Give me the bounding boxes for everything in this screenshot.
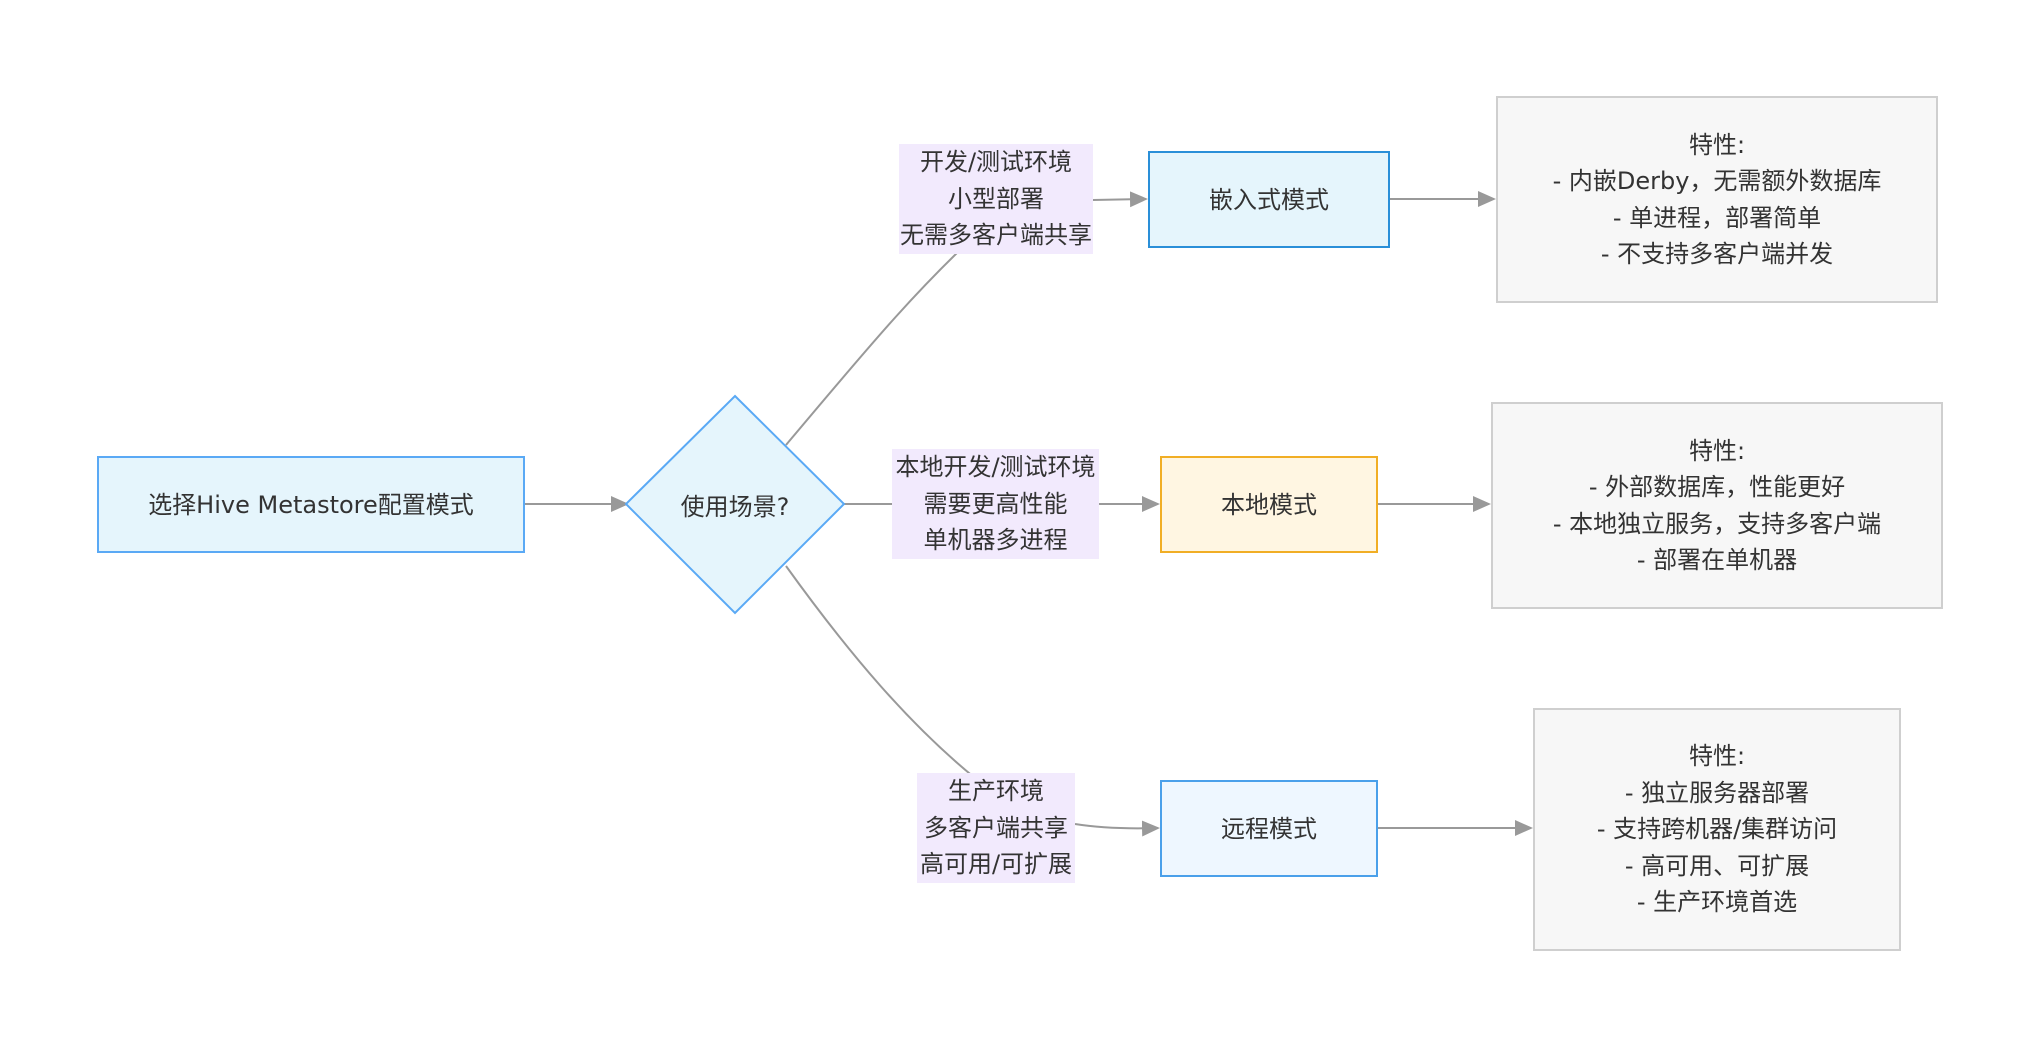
- condition-line: 需要更高性能: [923, 489, 1068, 518]
- feature-item: - 独立服务器部署: [1624, 778, 1810, 807]
- features-box-remote: 特性: - 独立服务器部署 - 支持跨机器/集群访问 - 高可用、可扩展 - 生…: [1533, 708, 1901, 951]
- decision-label: 使用场景?: [680, 492, 790, 521]
- edge-label-to-remote: [1074, 820, 1160, 837]
- edge-decision-to-embedded: [785, 221, 991, 446]
- feature-item: - 内嵌Derby，无需额外数据库: [1552, 167, 1882, 195]
- start-node-label: 选择Hive Metastore配置模式: [148, 490, 474, 519]
- feature-item: - 生产环境首选: [1636, 888, 1798, 917]
- features-heading: 特性:: [1688, 130, 1746, 159]
- condition-line: 无需多客户端共享: [900, 221, 1092, 249]
- mode-node-embedded: 嵌入式模式: [1148, 151, 1390, 248]
- feature-item: - 本地独立服务，支持多客户端: [1552, 509, 1882, 538]
- edge-decision-to-remote: [785, 565, 976, 779]
- condition-line: 小型部署: [948, 184, 1044, 213]
- features-box-embedded: 特性: - 内嵌Derby，无需额外数据库 - 单进程，部署简单 - 不支持多客…: [1496, 96, 1938, 303]
- feature-item: - 单进程，部署简单: [1612, 203, 1822, 232]
- condition-line: 本地开发/测试环境: [895, 453, 1096, 481]
- feature-item: - 支持跨机器/集群访问: [1596, 815, 1838, 844]
- feature-item: - 外部数据库，性能更好: [1588, 473, 1846, 501]
- feature-item: - 不支持多客户端并发: [1600, 240, 1834, 268]
- condition-line: 高可用/可扩展: [919, 850, 1073, 878]
- edge-label-to-embedded: [1092, 191, 1148, 208]
- features-box-local: 特性: - 外部数据库，性能更好 - 本地独立服务，支持多客户端 - 部署在单机…: [1491, 402, 1943, 609]
- condition-line: 多客户端共享: [924, 813, 1068, 842]
- mode-label: 远程模式: [1221, 814, 1317, 843]
- start-node: 选择Hive Metastore配置模式: [97, 456, 525, 553]
- condition-label-embedded: 开发/测试环境 小型部署 无需多客户端共享: [899, 144, 1093, 254]
- mode-label: 嵌入式模式: [1209, 185, 1329, 214]
- mode-label: 本地模式: [1221, 490, 1317, 519]
- mode-node-remote: 远程模式: [1160, 780, 1378, 877]
- decision-diamond: [624, 394, 846, 615]
- condition-line: 单机器多进程: [923, 526, 1068, 554]
- condition-label-local: 本地开发/测试环境 需要更高性能 单机器多进程: [892, 449, 1099, 559]
- condition-label-remote: 生产环境 多客户端共享 高可用/可扩展: [917, 773, 1075, 883]
- features-heading: 特性:: [1688, 742, 1746, 771]
- features-heading: 特性:: [1688, 436, 1746, 465]
- condition-line: 开发/测试环境: [919, 148, 1073, 176]
- mode-node-local: 本地模式: [1160, 456, 1378, 553]
- feature-item: - 高可用、可扩展: [1624, 851, 1810, 880]
- condition-line: 生产环境: [948, 777, 1044, 805]
- feature-item: - 部署在单机器: [1636, 546, 1798, 574]
